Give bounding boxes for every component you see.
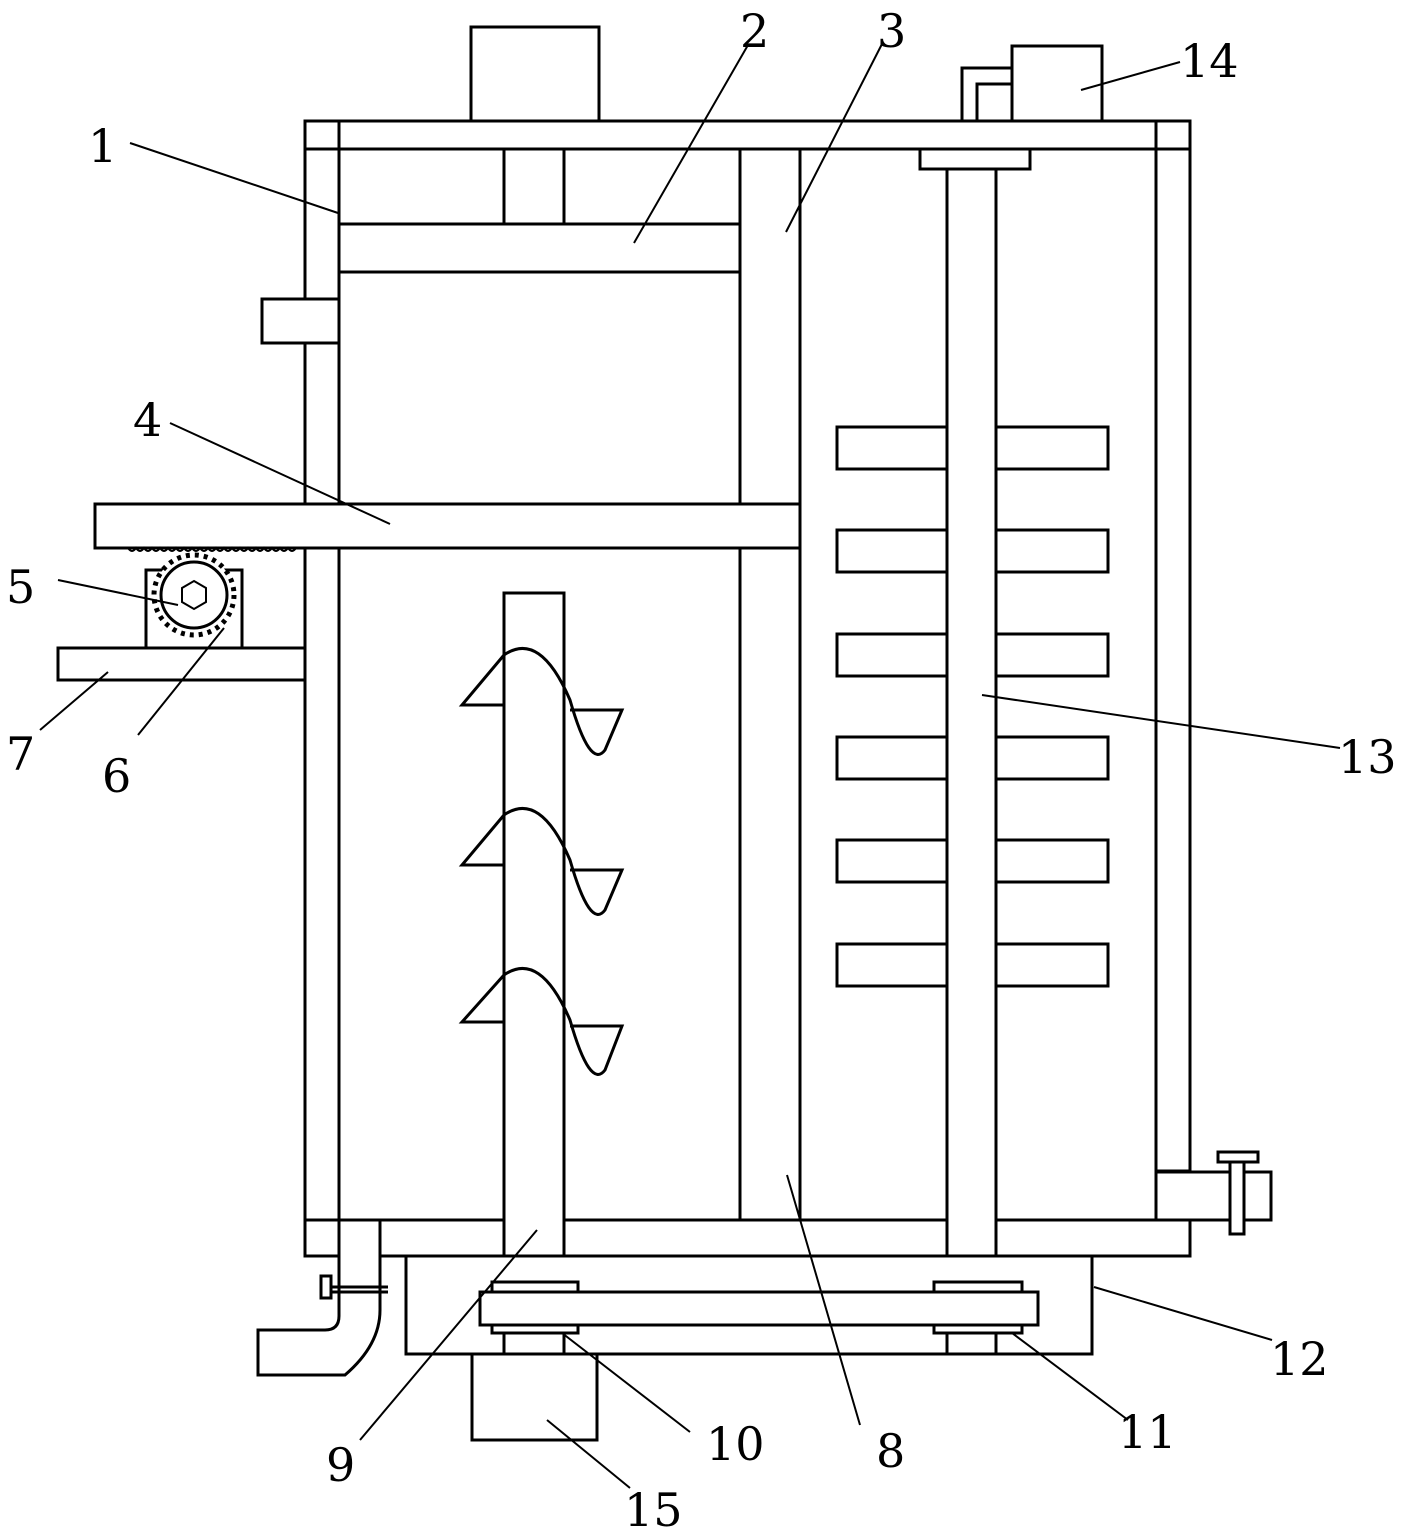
support-shelf [56,646,307,682]
label-2: 2 [740,4,769,58]
label-9: 9 [326,1438,355,1492]
label-1: 1 [88,119,117,173]
label-15: 15 [624,1483,683,1535]
tank-housing [303,119,1192,1258]
label-4: 4 [133,393,162,447]
stirring-shaft [835,147,1110,1355]
press-plate [337,222,742,274]
label-5: 5 [6,560,35,614]
right-outlet-valve [1154,1150,1273,1236]
pulley-left [490,1280,580,1335]
label-11: 11 [1118,1405,1177,1459]
side-inlet [260,297,341,345]
sliding-plate [93,502,802,552]
label-10: 10 [706,1417,765,1471]
label-7: 7 [6,727,35,781]
partition-wall [738,504,802,1220]
label-8: 8 [876,1424,905,1478]
label-3: 3 [877,4,906,58]
label-12: 12 [1270,1332,1329,1386]
label-14: 14 [1180,34,1239,88]
part-labels: 1 2 3 4 5 6 7 8 9 10 11 12 13 14 15 [6,4,1397,1535]
screw-conveyor [458,591,625,1355]
bottom-drain-pipe [256,1256,388,1377]
label-13: 13 [1338,730,1397,784]
filter-mesh [738,147,802,506]
top-right-motor [960,44,1104,123]
top-motor [469,25,601,224]
bottom-motor [470,1352,599,1442]
pulley-right [932,1280,1024,1335]
label-6: 6 [102,749,131,803]
gear-assembly [144,552,244,650]
transmission-belt [478,1290,1040,1327]
leader-lines [39,41,1341,1489]
